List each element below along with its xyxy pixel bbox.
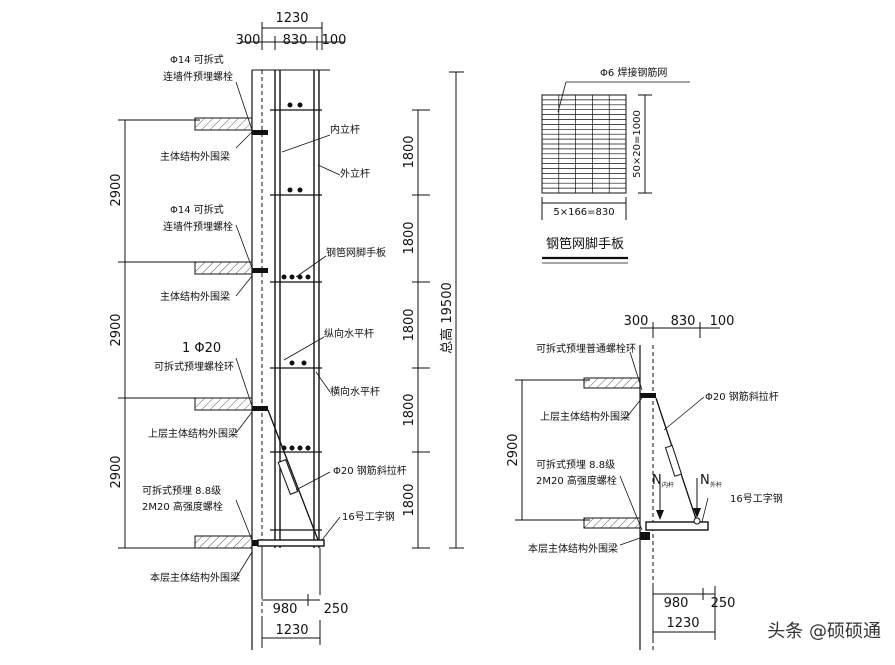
label-beam-main-2: 主体结构外围梁 — [160, 290, 230, 303]
r-label-upper-beam: 上层主体结构外围梁 — [540, 410, 630, 423]
label-bolt-b-1: Φ14 可拆式 — [170, 203, 224, 216]
r-label-n1: N — [652, 473, 662, 488]
mesh-title: Φ6 焊接钢筋网 — [600, 66, 667, 79]
r-dim-storey: 2900 — [506, 433, 521, 466]
label-hs-bolt-2: 2M20 高强度螺栓 — [142, 500, 223, 513]
r-label-rod: Φ20 钢筋斜拉杆 — [705, 390, 779, 403]
r-label-n2-sub: 外杆 — [710, 481, 722, 489]
dim-top-right: 100 — [322, 33, 347, 48]
r-label-i-beam: 16号工字钢 — [730, 492, 783, 505]
r-label-n2: N — [700, 473, 710, 488]
label-mesh-board: 钢笆网脚手板 — [326, 246, 386, 259]
label-outer-pole: 外立杆 — [340, 167, 370, 180]
dim-storey-3: 2900 — [109, 455, 124, 488]
right-detail: 300 830 100 2900 980 250 — [506, 314, 783, 650]
dim-bottom-total: 1230 — [275, 623, 308, 638]
label-bolt-a-1: Φ14 可拆式 — [170, 53, 224, 66]
label-this-beam: 本层主体结构外围梁 — [150, 571, 240, 584]
dim-top-total: 1230 — [275, 11, 308, 26]
r-dim-bottom-left: 980 — [664, 596, 689, 611]
mesh-grid — [542, 95, 626, 193]
label-upper-beam: 上层主体结构外围梁 — [148, 427, 238, 440]
dim-bottom-right: 250 — [324, 602, 349, 617]
r-label-n1-sub: 内杆 — [662, 481, 674, 489]
dim-top-mid: 830 — [283, 33, 308, 48]
r-dim-top-mid: 830 — [671, 314, 696, 329]
mesh-height-dim: 50×20=1000 — [632, 110, 643, 178]
mesh-detail: Φ6 焊接钢筋网 5×166=830 50×20=1000 钢笆网脚手板 — [541, 66, 690, 264]
label-beam-main: 主体结构外围梁 — [160, 150, 230, 163]
watermark: 头条 @硕硕通 — [767, 621, 881, 642]
mesh-width-dim: 5×166=830 — [553, 207, 614, 218]
dim-lift-3: 1800 — [402, 308, 417, 341]
label-ring-1: 1 Φ20 — [182, 341, 221, 356]
r-dim-top-left: 300 — [624, 314, 649, 329]
label-inner-pole: 内立杆 — [330, 123, 360, 136]
r-dim-top-right: 100 — [710, 314, 735, 329]
dim-lift-5: 1800 — [402, 483, 417, 516]
dim-lift-1: 1800 — [402, 135, 417, 168]
r-label-this-beam: 本层主体结构外围梁 — [528, 542, 618, 555]
label-bolt-b-2: 连墙件预埋螺栓 — [163, 220, 233, 233]
dim-storey-1: 2900 — [109, 173, 124, 206]
dim-storey-2: 2900 — [109, 313, 124, 346]
label-cross-bar: 横向水平杆 — [330, 385, 380, 398]
r-dim-bottom-right: 250 — [711, 596, 736, 611]
label-i-beam: 16号工字钢 — [342, 510, 395, 523]
label-rod: Φ20 钢筋斜拉杆 — [333, 464, 407, 477]
r-label-ring: 可拆式预埋普通螺栓环 — [536, 342, 636, 355]
label-bolt-a-2: 连墙件预埋螺栓 — [163, 70, 233, 83]
label-hs-bolt-1: 可拆式预埋 8.8级 — [142, 484, 221, 497]
r-dim-bottom-total: 1230 — [666, 616, 699, 631]
dim-lift-2: 1800 — [402, 221, 417, 254]
mesh-caption: 钢笆网脚手板 — [546, 236, 624, 252]
left-elevation: 1230 300 830 100 — [109, 11, 464, 650]
dim-bottom-left: 980 — [273, 602, 298, 617]
label-ring-2: 可拆式预埋螺栓环 — [154, 360, 234, 373]
dim-top-left: 300 — [236, 33, 261, 48]
r-label-hs-bolt-2: 2M20 高强度螺栓 — [536, 474, 617, 487]
r-label-hs-bolt-1: 可拆式预埋 8.8级 — [536, 458, 615, 471]
dim-lift-4: 1800 — [402, 393, 417, 426]
label-long-bar: 纵向水平杆 — [324, 327, 374, 340]
dim-total-height: 总高 19500 — [439, 282, 455, 354]
